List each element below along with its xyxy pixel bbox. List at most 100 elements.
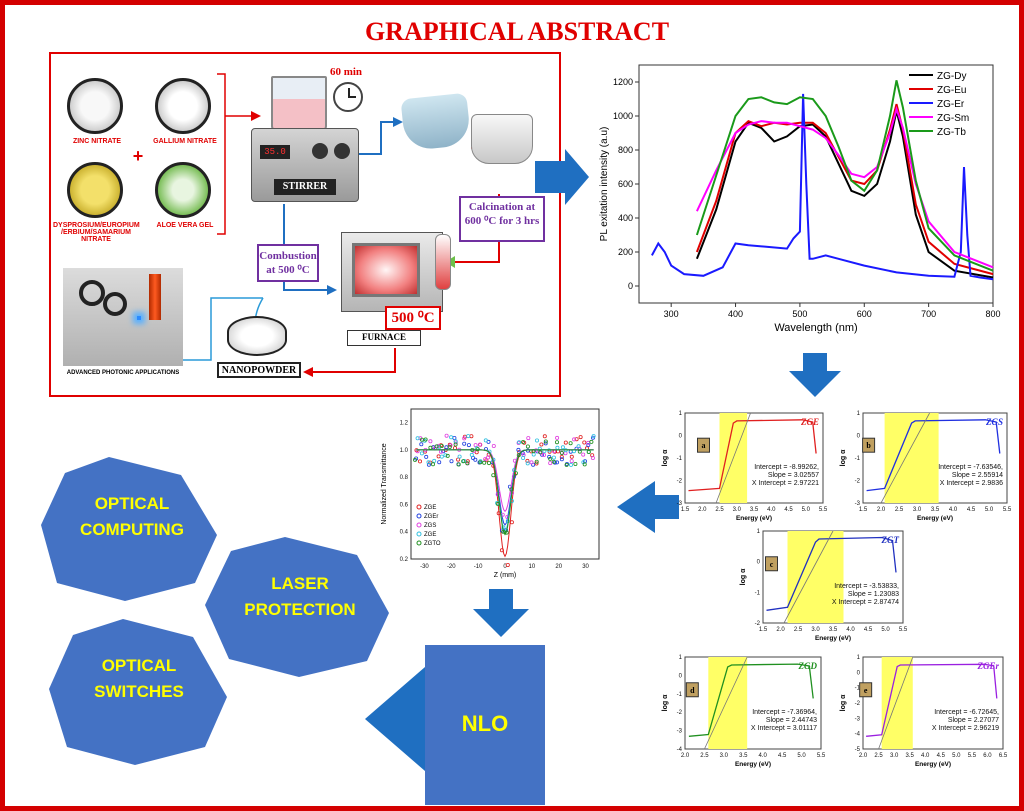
data-point [576, 444, 581, 449]
flow-arrows [365, 149, 841, 771]
absorption-curve [866, 663, 998, 737]
arrow-to-applications [365, 667, 425, 771]
data-point [573, 462, 578, 467]
data-point [457, 454, 462, 459]
series-line-zg-sm [695, 105, 994, 269]
x-tick-label: 2.0 [698, 507, 707, 513]
series-line-zg-er [651, 93, 994, 281]
data-point [512, 468, 517, 473]
data-point [432, 458, 437, 463]
y-tick-label: -3 [677, 501, 683, 507]
application-shapes [41, 457, 545, 805]
data-point [456, 462, 461, 467]
linear-fit [704, 656, 748, 750]
x-tick-label: 3.5 [931, 507, 940, 513]
y-tick-label: -3 [855, 716, 861, 722]
absorption-curve [688, 663, 814, 737]
y-axis-label: Normalized Transmittance [381, 443, 388, 524]
data-point [529, 460, 534, 465]
y-axis-label: log α [840, 694, 847, 711]
data-point [439, 444, 444, 449]
x-axis-label: Energy (eV) [915, 761, 951, 768]
x-tick-label: 1.5 [681, 507, 690, 513]
x-tick-label: -20 [447, 564, 456, 570]
x-tick-label: 4.0 [921, 753, 930, 759]
legend-label: ZG-Eu [937, 85, 966, 96]
y-tick-label: -2 [677, 479, 683, 485]
stirrer-knob-icon [312, 143, 328, 159]
data-point [491, 444, 496, 449]
rare-earth-nitrate-image [67, 162, 123, 218]
nlo-label: NLO [461, 711, 509, 736]
legend-marker [416, 513, 422, 519]
data-point [568, 462, 573, 467]
y-tick-label: 0 [679, 434, 683, 440]
fit-stat: Slope = 1.23083 [848, 591, 899, 598]
data-point [415, 436, 420, 441]
gallium-nitrate-image [155, 78, 211, 134]
data-point [482, 460, 487, 465]
x-axis-label: Energy (eV) [736, 515, 772, 522]
data-point [431, 462, 436, 467]
linear-fit [878, 656, 914, 750]
y-tick-label: 1 [857, 411, 861, 417]
nanopowder-image [227, 316, 287, 356]
data-point [543, 441, 548, 446]
x-tick-label: 2.0 [877, 507, 886, 513]
x-tick-label: 5.5 [968, 753, 977, 759]
legend-label: ZGE [424, 505, 436, 511]
absorption-curve [766, 536, 897, 611]
y-tick-label: 0.4 [400, 530, 409, 536]
x-tick-label: 5.5 [1003, 507, 1012, 513]
panel-tag-box [859, 682, 873, 698]
data-point [462, 441, 467, 446]
data-point [423, 437, 428, 442]
fit-stat: Intercept = -7.36964, [752, 709, 817, 716]
y-axis-label: log α [740, 568, 747, 585]
y-tick-label: -2 [855, 701, 861, 707]
y-tick-label: -1 [755, 590, 761, 596]
data-point [589, 439, 594, 444]
y-tick-label: -4 [855, 732, 861, 738]
y-tick-label: 1 [857, 655, 861, 661]
bandgap-region [708, 657, 748, 749]
y-tick-label: -1 [855, 456, 861, 462]
x-tick-label: 3.0 [811, 627, 820, 633]
arrow-to-pl-chart [535, 149, 589, 205]
data-point [574, 437, 579, 442]
data-point [439, 454, 444, 459]
x-tick-label: 4.0 [949, 507, 958, 513]
data-point [443, 453, 448, 458]
plus-sign: + [132, 146, 144, 166]
x-tick-label: 20 [555, 564, 562, 570]
data-point [543, 439, 548, 444]
rare-earth-nitrate-label: DYSPROSIUM/EUROPIUM /ERBIUM/SAMARIUM NIT… [53, 222, 140, 243]
data-point [559, 455, 564, 460]
reagent-bracket [217, 73, 226, 235]
legend-label: ZG-Er [937, 99, 965, 110]
x-tick-label: 5.5 [817, 753, 826, 759]
data-point [517, 440, 522, 445]
data-point [456, 457, 461, 462]
fit-stat: X Intercept = 2.97221 [752, 480, 819, 487]
data-point [461, 459, 466, 464]
panel-tag-box [685, 682, 699, 698]
x-tick-label: 5.0 [802, 507, 811, 513]
data-point [582, 440, 587, 445]
x-tick-label: 5.5 [819, 507, 828, 513]
sample-label: ZGT [881, 535, 900, 545]
sample-label: ZGS [985, 417, 1003, 427]
optical-computing-shape [41, 457, 217, 601]
reagent-arrowhead [251, 111, 261, 121]
x-tick-label: 5.0 [985, 507, 994, 513]
y-tick-label: 1000 [613, 111, 633, 121]
fit-stat: Intercept = -3.53833, [834, 583, 899, 590]
x-tick-label: 5.0 [881, 627, 890, 633]
stir-time-label: 60 min [329, 66, 363, 78]
linear-fit [715, 412, 751, 504]
panel-tag-box [862, 437, 876, 453]
bandgap-region [884, 413, 939, 503]
data-point [521, 440, 526, 445]
